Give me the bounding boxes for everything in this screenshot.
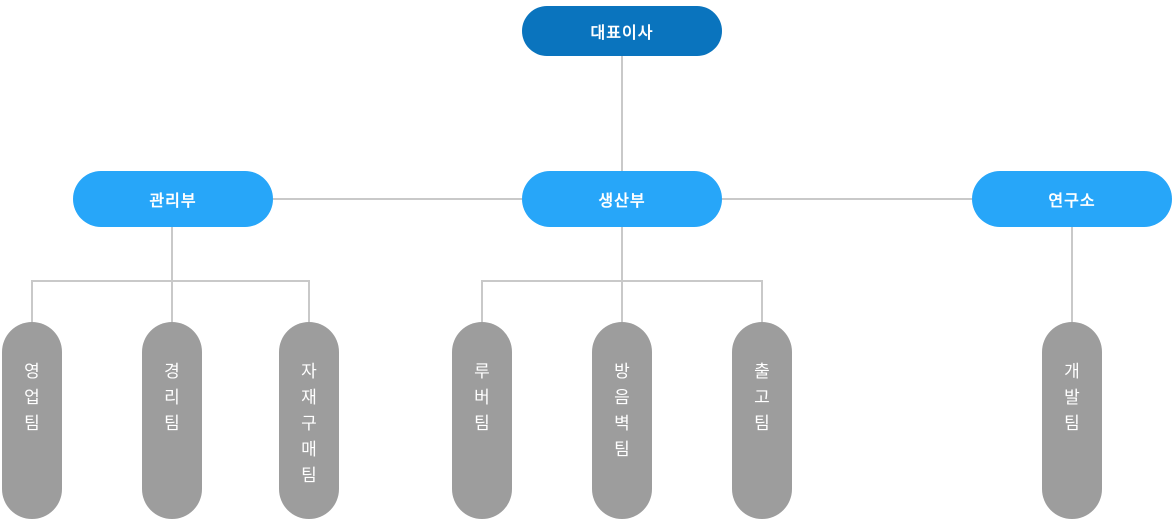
node-ceo: 대표이사: [522, 6, 722, 56]
node-management-dept-label: 관리부: [149, 193, 197, 210]
connector-drop-shipping-team: [761, 280, 763, 322]
connector-production-stem: [621, 227, 623, 322]
connector-drop-purchasing-team: [308, 280, 310, 322]
connector-drop-sales-team: [31, 280, 33, 322]
connector-production-research: [722, 198, 972, 200]
node-production-dept-label: 생산부: [598, 193, 646, 210]
node-production-dept: 생산부: [522, 171, 722, 227]
connector-management-stem: [171, 227, 173, 322]
connector-ceo-to-production: [621, 55, 623, 171]
node-research-lab: 연구소: [972, 171, 1172, 227]
connector-drop-louver-team: [481, 280, 483, 322]
connector-research-stem: [1071, 227, 1073, 322]
node-management-dept: 관리부: [73, 171, 273, 227]
connector-production-bar: [481, 280, 763, 282]
node-research-lab-label: 연구소: [1048, 193, 1096, 210]
node-ceo-label: 대표이사: [590, 25, 654, 42]
connector-management-bar: [31, 280, 310, 282]
connector-management-production: [273, 198, 522, 200]
